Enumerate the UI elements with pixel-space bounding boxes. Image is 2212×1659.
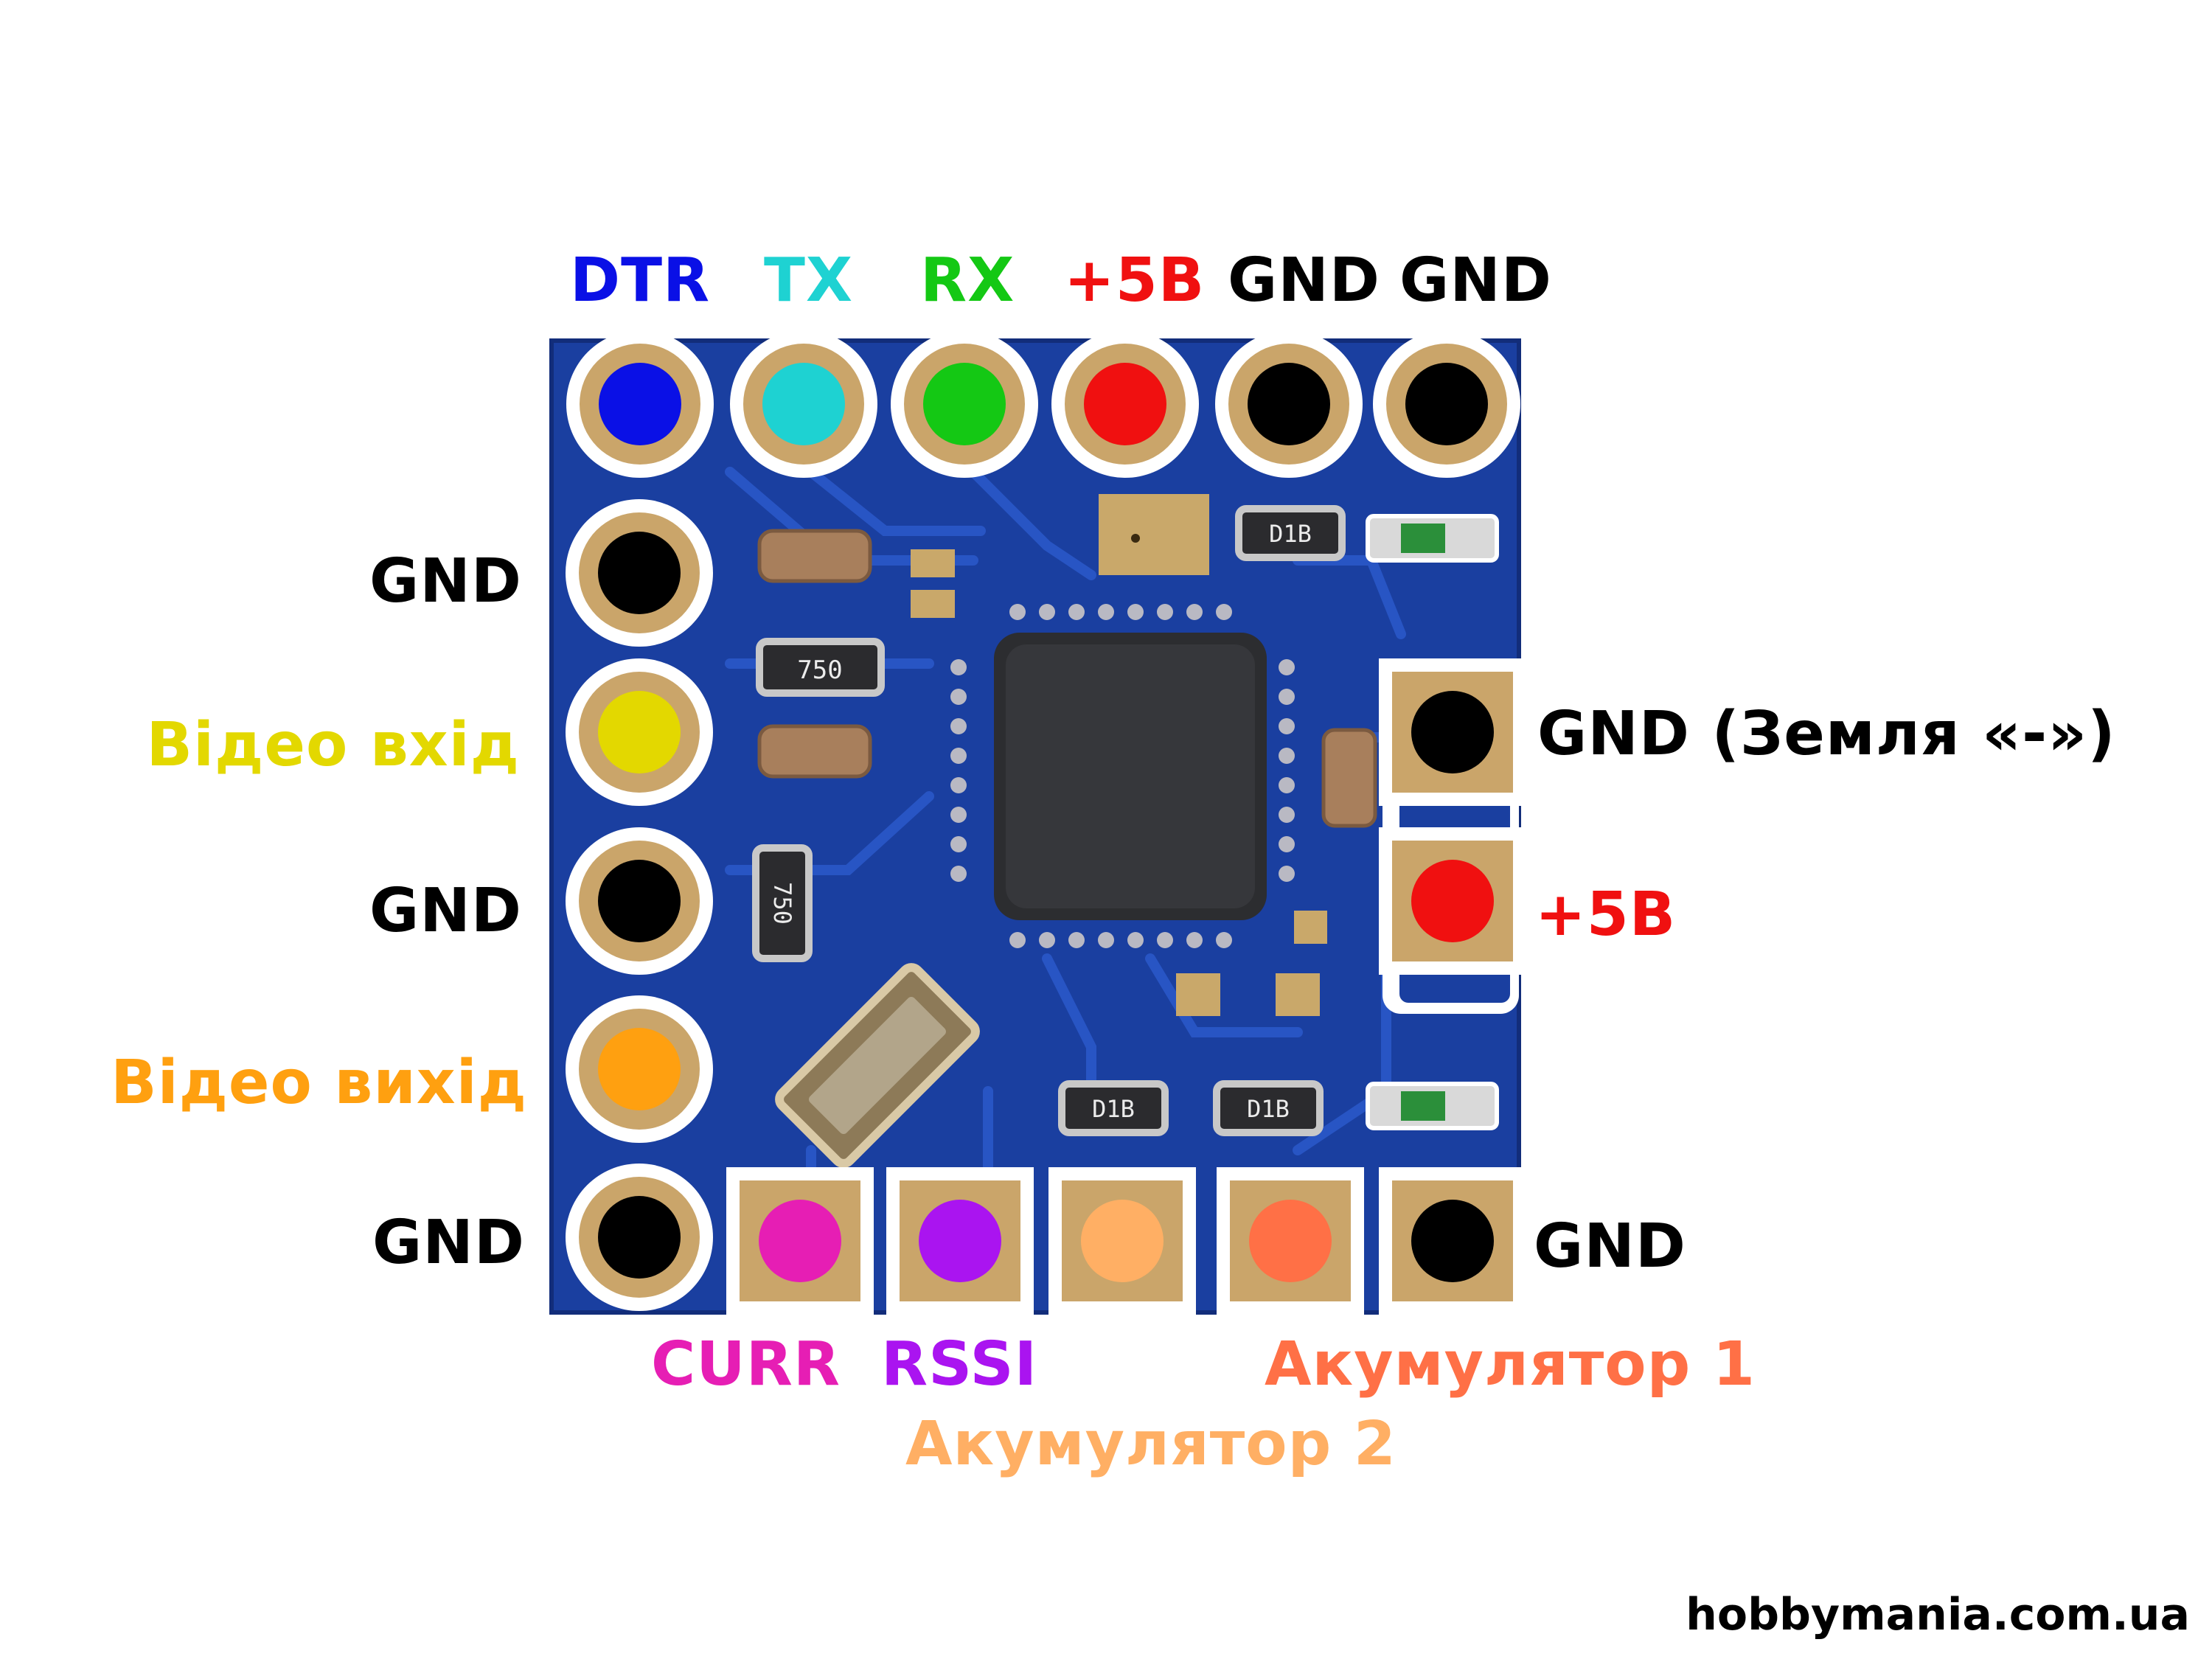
- pin-pads: [566, 330, 1526, 1315]
- site-watermark: hobbymania.com.ua: [1686, 1589, 2190, 1641]
- pin-label-tx: TX: [764, 246, 854, 316]
- pad-bottom-4-marker: [1249, 1200, 1332, 1282]
- diode-bottom-right-label: D1B: [1247, 1095, 1290, 1123]
- pin-label-5v-top: +5В: [1064, 246, 1206, 316]
- pad-bottom-1-marker: [759, 1200, 841, 1282]
- pin-label-gnd-left-2: GND: [369, 876, 522, 946]
- pin-label-video-in: Відео вхід: [146, 710, 520, 780]
- microcontroller-chip: [950, 604, 1295, 948]
- pad-left-1-marker: [598, 532, 681, 614]
- pin-label-curr: CURR: [651, 1329, 841, 1399]
- pin-label-rssi: RSSI: [881, 1329, 1038, 1399]
- pad-top-3-marker: [923, 363, 1006, 445]
- pin-label-gnd-top-1: GND: [1228, 246, 1380, 316]
- pin-label-battery-2: Акумулятор 2: [905, 1409, 1397, 1479]
- pad-right-3-marker: [1411, 1200, 1494, 1282]
- pad-top-4-marker: [1084, 363, 1166, 445]
- pin-label-video-out: Відео вихід: [111, 1048, 527, 1118]
- smd-components: [752, 494, 1499, 1168]
- pad-bottom-2-marker: [919, 1200, 1001, 1282]
- pin-label-gnd-top-2: GND: [1399, 246, 1552, 316]
- pin-label-gnd-left-1: GND: [369, 546, 522, 616]
- pad-bottom-3-marker: [1081, 1200, 1164, 1282]
- pad-top-6-marker: [1405, 363, 1488, 445]
- pad-top-2-marker: [762, 363, 845, 445]
- pin-label-gnd-right-ground: GND (Земля «-»): [1537, 699, 2116, 769]
- pad-left-4-marker: [598, 1028, 681, 1110]
- pad-left-3-marker: [598, 860, 681, 942]
- pin-label-gnd-right-bottom: GND: [1534, 1211, 1686, 1281]
- pad-top-5-marker: [1248, 363, 1330, 445]
- pin-label-gnd-left-3: GND: [372, 1208, 525, 1278]
- pin-label-battery-1: Акумулятор 1: [1265, 1329, 1756, 1399]
- pad-right-2-marker: [1411, 860, 1494, 942]
- resistor-top-label: 750: [797, 655, 842, 685]
- resistor-left-label: 750: [768, 882, 796, 925]
- diode-bottom-left-label: D1B: [1092, 1095, 1135, 1123]
- diode-top-label: D1B: [1269, 520, 1312, 548]
- pin-label-rx: RX: [920, 246, 1015, 316]
- pad-left-5-marker: [598, 1196, 681, 1279]
- pin-label-dtr: DTR: [570, 246, 711, 316]
- pad-left-2-marker: [598, 691, 681, 773]
- pad-right-1-marker: [1411, 691, 1494, 773]
- pad-top-1-marker: [599, 363, 681, 445]
- pin-label-5v-right: +5В: [1535, 880, 1677, 950]
